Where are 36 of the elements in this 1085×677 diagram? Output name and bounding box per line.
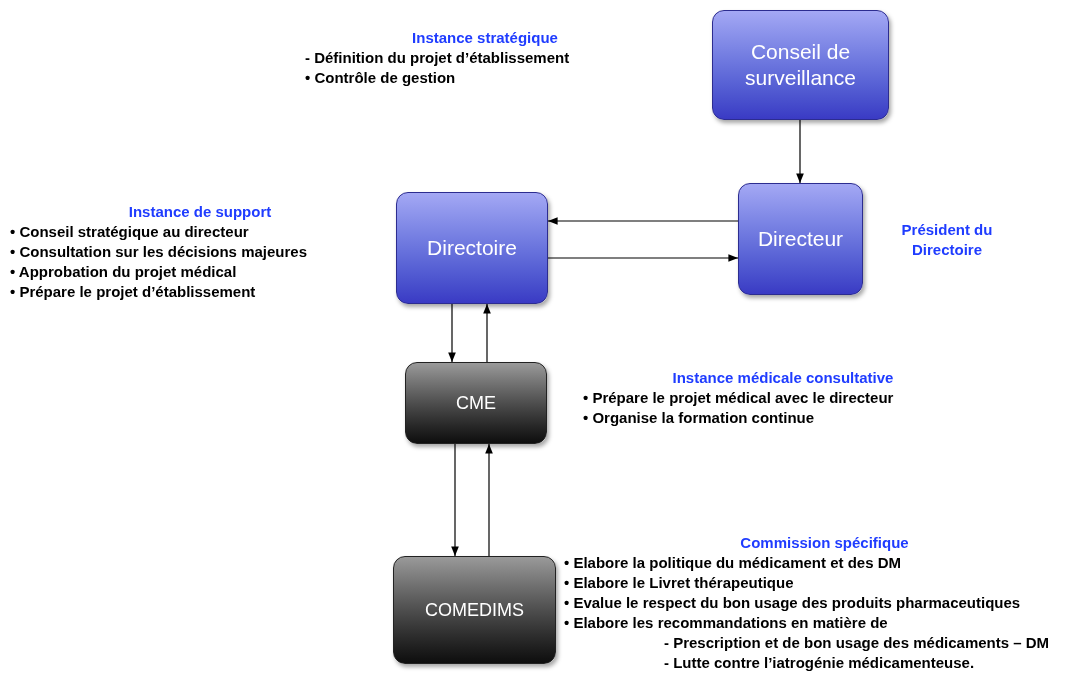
process-box <box>405 362 547 444</box>
bullet-item: • Conseil stratégique au directeur <box>10 222 250 242</box>
box-label: COMEDIMS <box>425 598 524 622</box>
section-heading: Président du Directoire <box>900 220 994 260</box>
section-heading: Commission spécifique <box>740 533 909 553</box>
bullet-item: • Elabore les recommandations en matière de <box>564 613 889 633</box>
bullet-item: • Prépare le projet médical avec le directeur <box>583 388 895 408</box>
bullet-item: - Prescription et de bon usage des médicaments – DM <box>663 633 1051 653</box>
bullet-item: • Approbation du projet médical <box>10 262 238 282</box>
arrow <box>451 443 459 557</box>
box-label: CME <box>456 391 496 415</box>
bullet-item: • Organise la formation continue <box>583 408 816 428</box>
process-box <box>738 183 863 295</box>
section-heading: Instance stratégique <box>412 28 558 48</box>
box-label: Directeur <box>757 225 844 252</box>
box-label: Directoire <box>427 234 517 261</box>
bullet-item: • Elabore la politique du médicament et des DM <box>564 553 902 573</box>
section-heading: Instance de support <box>128 202 272 222</box>
process-box <box>396 192 548 304</box>
bullet-item: - Lutte contre l’iatrogénie médicamenteuse. <box>663 653 976 673</box>
arrow <box>448 303 456 363</box>
arrow <box>547 217 739 225</box>
bullet-item: • Consultation sur les décisions majeures <box>10 242 308 262</box>
box-label: Conseil de surveillance <box>744 38 857 91</box>
arrow <box>483 303 491 363</box>
section-heading: Instance médicale consultative <box>672 368 894 388</box>
process-box <box>712 10 889 120</box>
bullet-item: • Evalue le respect du bon usage des produits pharmaceutiques <box>564 593 1022 613</box>
bullet-item: • Contrôle de gestion <box>305 68 457 88</box>
arrow <box>796 119 804 184</box>
process-box <box>393 556 556 664</box>
arrow <box>547 254 739 262</box>
bullet-item: • Prépare le projet d’établissement <box>10 282 257 302</box>
bullet-item: • Elabore le Livret thérapeutique <box>564 573 795 593</box>
arrow <box>485 443 493 557</box>
bullet-item: - Définition du projet d’établissement <box>305 48 571 68</box>
